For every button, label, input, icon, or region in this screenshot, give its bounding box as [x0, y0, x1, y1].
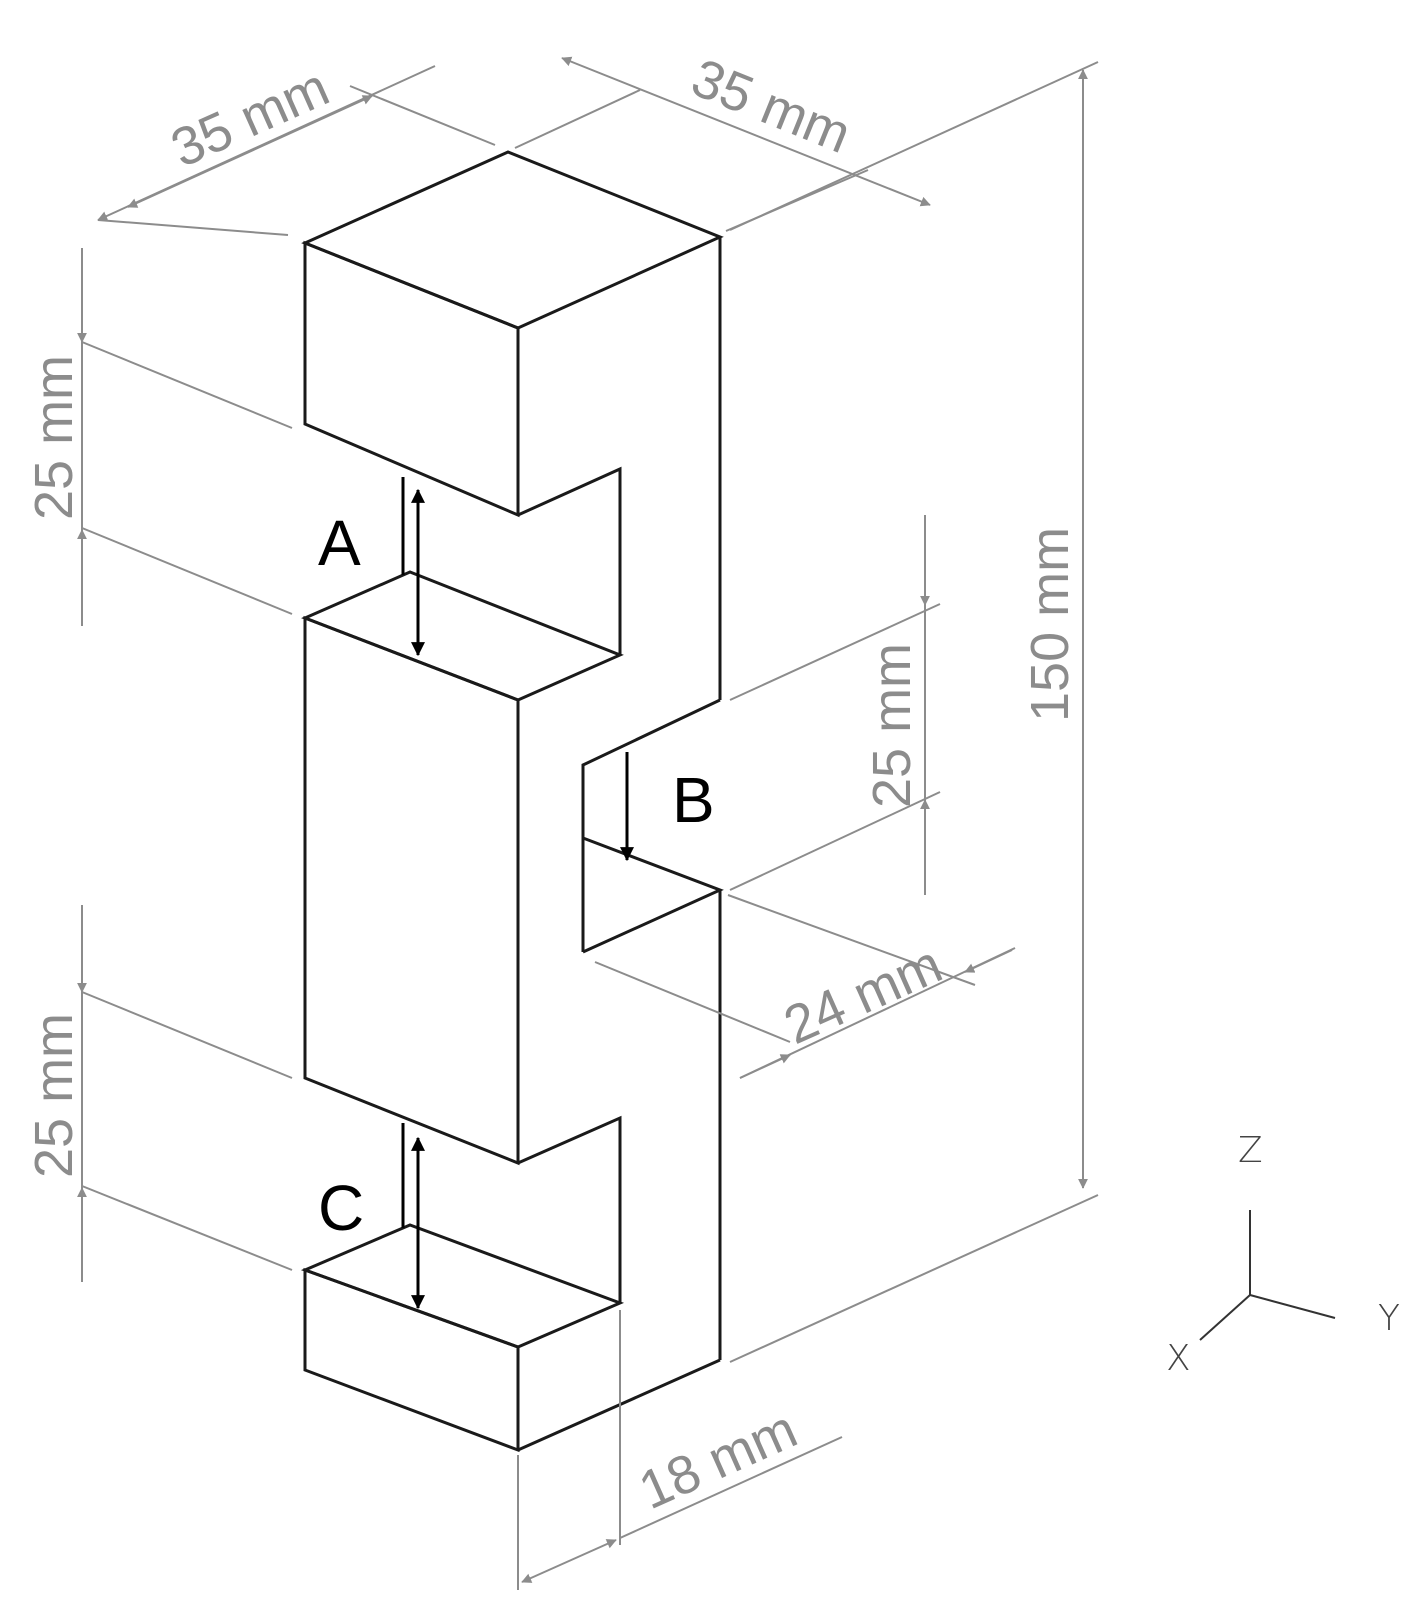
dimension-width-top: 35 mm [97, 57, 496, 236]
x-axis-label: X [1166, 1338, 1191, 1379]
dimension-height-total: 150 mm [729, 61, 1099, 1363]
gap-label-b: B [672, 764, 715, 836]
gap-label-a: A [318, 507, 361, 579]
dimension-label-slot-c: 25 mm [24, 1013, 84, 1178]
dimension-label-width-top: 35 mm [162, 57, 337, 179]
dimension-label-web-thickness: 18 mm [630, 1399, 805, 1521]
y-axis-label: Y [1378, 1298, 1400, 1339]
gap-label-c: C [318, 1172, 364, 1244]
gap-indicator-c: C [318, 1123, 425, 1310]
dimension-label-slot-b-depth: 24 mm [775, 934, 950, 1056]
dimension-slot-a: 25 mm [24, 248, 293, 626]
gap-indicator-b: B [620, 752, 715, 862]
dimension-depth-top: 35 mm [514, 47, 931, 232]
slot-c-notch [517, 1115, 622, 1303]
dimension-label-slot-b: 25 mm [862, 643, 922, 808]
z-axis-label: Z [1238, 1130, 1263, 1171]
x-axis-line [1199, 1294, 1251, 1341]
dimension-slot-c: 25 mm [24, 905, 293, 1282]
dimension-web-thickness: 18 mm [517, 1310, 843, 1590]
bottom-block-front-face [303, 1267, 520, 1453]
top-block-top-face [301, 150, 724, 330]
part-outline [300, 150, 724, 1453]
dimension-slot-b: 25 mm [729, 515, 941, 895]
dimension-label-depth-top: 35 mm [684, 47, 860, 164]
dimension-slot-b-depth: 24 mm [594, 894, 1016, 1079]
dimension-label-slot-a: 25 mm [24, 355, 84, 520]
y-axis-line [1249, 1294, 1336, 1319]
middle-block-front-face [303, 615, 520, 1166]
slot-b-floor [582, 836, 724, 954]
dimension-label-height-total: 150 mm [1020, 527, 1080, 722]
top-block-front-face [303, 240, 520, 518]
slot-b-upper-edge [581, 698, 721, 952]
coordinate-axes: Z Y X [1166, 1130, 1400, 1379]
gap-indicator-a: A [318, 477, 425, 657]
slot-a-notch [517, 466, 622, 655]
